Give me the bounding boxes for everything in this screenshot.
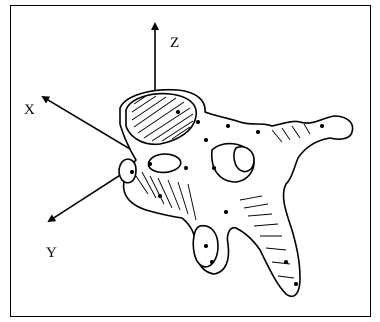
z-axis-label: Z bbox=[170, 35, 179, 51]
x-axis-label: X bbox=[24, 102, 35, 118]
y-axis-label: Y bbox=[46, 245, 57, 261]
vertebra-drawing bbox=[119, 90, 353, 297]
articular-process bbox=[234, 147, 254, 172]
y-axis-arrow bbox=[49, 170, 128, 221]
foramen-left bbox=[148, 154, 180, 172]
